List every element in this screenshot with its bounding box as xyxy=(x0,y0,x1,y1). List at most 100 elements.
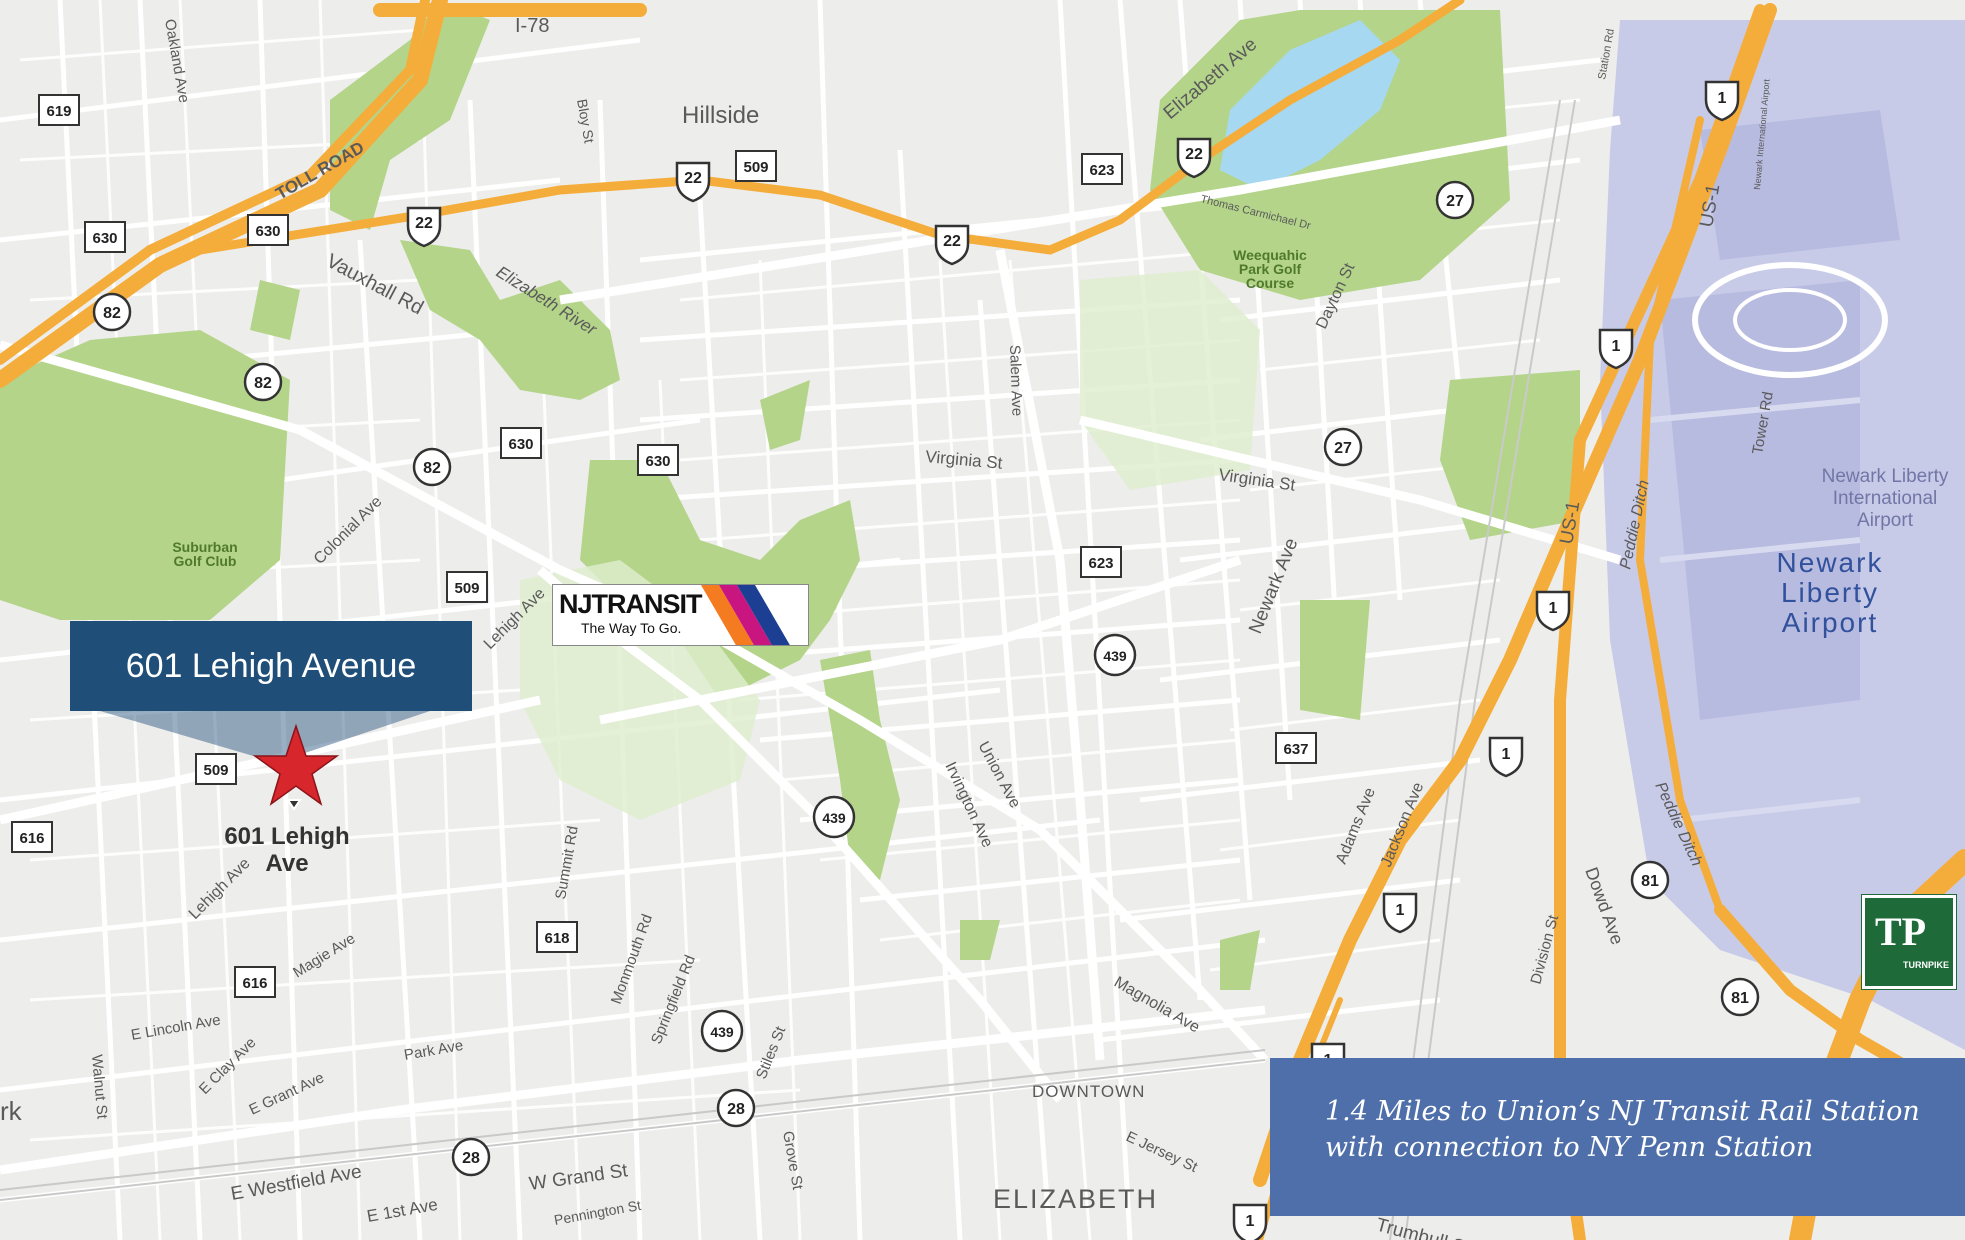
property-callout: 601 Lehigh Avenue xyxy=(70,621,472,711)
airport-area xyxy=(1600,20,1965,1050)
route-shield-1-c: 1 xyxy=(1535,590,1571,632)
marker-label-line2: Ave xyxy=(265,850,308,877)
property-marker: 601 Lehigh Ave xyxy=(224,723,350,877)
svg-text:509: 509 xyxy=(454,580,479,597)
property-callout-label: 601 Lehigh Avenue xyxy=(125,646,417,685)
nj-transit-name: NJTRANSIT xyxy=(559,589,703,619)
route-shield-81-a: 81 xyxy=(1630,860,1670,900)
svg-text:637: 637 xyxy=(1283,741,1308,758)
svg-text:81: 81 xyxy=(1641,873,1659,890)
place-airport-small3: Airport xyxy=(1857,510,1914,531)
route-shield-22-b: 22 xyxy=(675,161,711,203)
route-shield-616-b: 616 xyxy=(234,966,276,998)
svg-text:1: 1 xyxy=(1246,1213,1255,1230)
svg-text:22: 22 xyxy=(943,233,961,250)
place-weequahic1: Weequahic xyxy=(1233,247,1307,263)
route-shield-623-b: 623 xyxy=(1080,546,1122,578)
route-shield-618: 618 xyxy=(536,921,578,953)
route-shield-509-b: 509 xyxy=(446,571,488,603)
svg-text:1: 1 xyxy=(1396,902,1405,919)
svg-text:82: 82 xyxy=(423,460,441,477)
svg-text:1: 1 xyxy=(1612,338,1621,355)
rail-callout-line1: 1.4 Miles to Union’s NJ Transit Rail Sta… xyxy=(1325,1096,1920,1127)
route-shield-619: 619 xyxy=(38,94,80,126)
rail-station-callout: 1.4 Miles to Union’s NJ Transit Rail Sta… xyxy=(1270,1058,1965,1216)
svg-text:623: 623 xyxy=(1088,555,1113,572)
street-label-salem: Salem Ave xyxy=(1006,345,1025,417)
us-shields: 22 22 22 22 1 1 1 1 1 1 1 xyxy=(406,80,1740,1240)
svg-text:630: 630 xyxy=(92,230,117,247)
svg-text:28: 28 xyxy=(462,1150,480,1167)
route-shield-630-c: 630 xyxy=(500,427,542,459)
star-icon xyxy=(252,723,340,806)
place-suburban-golf2: Golf Club xyxy=(174,553,237,569)
svg-text:22: 22 xyxy=(1185,146,1203,163)
place-labels: Hillside ELIZABETH DOWNTOWN rk Newark Li… xyxy=(0,102,1949,1214)
route-shield-637: 637 xyxy=(1275,732,1317,764)
svg-text:616: 616 xyxy=(242,975,267,992)
svg-text:630: 630 xyxy=(508,436,533,453)
svg-text:81: 81 xyxy=(1731,990,1749,1007)
route-shield-22-d: 22 xyxy=(1176,137,1212,179)
rail-callout-line2: with connection to NY Penn Station xyxy=(1325,1132,1814,1163)
route-shield-27-b: 27 xyxy=(1323,427,1363,467)
svg-text:439: 439 xyxy=(710,1024,734,1040)
svg-text:82: 82 xyxy=(103,305,121,322)
place-airport-small1: Newark Liberty xyxy=(1822,466,1949,487)
place-hillside: Hillside xyxy=(682,102,759,129)
route-shield-1-g: 1 xyxy=(1232,1203,1268,1240)
route-shield-616-a: 616 xyxy=(11,821,53,853)
svg-text:623: 623 xyxy=(1089,162,1114,179)
svg-text:22: 22 xyxy=(415,215,433,232)
route-shield-28-b: 28 xyxy=(451,1137,491,1177)
route-shield-439-c: 439 xyxy=(700,1009,744,1053)
marker-label-line1: 601 Lehigh xyxy=(224,823,349,850)
route-shield-82-b: 82 xyxy=(243,362,283,402)
svg-text:27: 27 xyxy=(1446,193,1464,210)
route-shield-630-b: 630 xyxy=(247,214,289,246)
nj-transit-tagline: The Way To Go. xyxy=(581,620,682,636)
svg-text:619: 619 xyxy=(46,103,71,120)
svg-text:439: 439 xyxy=(1103,648,1127,664)
svg-text:618: 618 xyxy=(544,930,569,947)
svg-text:509: 509 xyxy=(743,159,768,176)
place-airport-small2: International xyxy=(1833,488,1938,509)
route-shield-81-b: 81 xyxy=(1720,977,1760,1017)
route-shield-1-a: 1 xyxy=(1704,80,1740,122)
turnpike-logo: TP TURNPIKE xyxy=(1862,895,1956,989)
street-label-bloy: Bloy St xyxy=(574,98,597,145)
route-shield-1-d: 1 xyxy=(1488,736,1524,778)
parks xyxy=(0,0,1580,990)
turnpike-sub: TURNPIKE xyxy=(1903,960,1950,970)
svg-text:509: 509 xyxy=(203,762,228,779)
route-shield-630-a: 630 xyxy=(84,221,126,253)
turnpike-letters: TP xyxy=(1875,909,1927,954)
svg-text:616: 616 xyxy=(19,830,44,847)
callout-pointer xyxy=(100,711,430,758)
route-shield-1-b: 1 xyxy=(1598,328,1634,370)
place-airport-line3: Airport xyxy=(1782,607,1878,638)
svg-text:1: 1 xyxy=(1502,746,1511,763)
place-airport-line1: Newark xyxy=(1777,547,1884,578)
svg-text:22: 22 xyxy=(684,170,702,187)
location-pin-icon xyxy=(286,799,302,811)
street-grid xyxy=(0,0,1601,1240)
place-suburban-golf1: Suburban xyxy=(172,539,237,555)
route-shield-630-d: 630 xyxy=(637,444,679,476)
route-shield-22-a: 22 xyxy=(406,206,442,248)
place-weequahic3: Course xyxy=(1246,275,1294,291)
svg-text:1: 1 xyxy=(1718,90,1727,107)
place-elizabeth: ELIZABETH xyxy=(993,1184,1158,1214)
major-roads xyxy=(0,115,1622,1175)
route-shield-27-a: 27 xyxy=(1435,180,1475,220)
svg-text:1: 1 xyxy=(1549,600,1558,617)
place-weequahic2: Park Golf xyxy=(1239,261,1302,277)
svg-text:439: 439 xyxy=(822,810,846,826)
place-downtown: DOWNTOWN xyxy=(1032,1082,1145,1101)
place-airport-line2: Liberty xyxy=(1781,577,1879,608)
county-shields: 619 630 630 630 630 509 509 509 623 623 … xyxy=(11,94,1317,998)
nj-transit-stripes-icon xyxy=(701,585,790,645)
svg-text:27: 27 xyxy=(1334,440,1352,457)
route-shield-623-a: 623 xyxy=(1081,153,1123,185)
